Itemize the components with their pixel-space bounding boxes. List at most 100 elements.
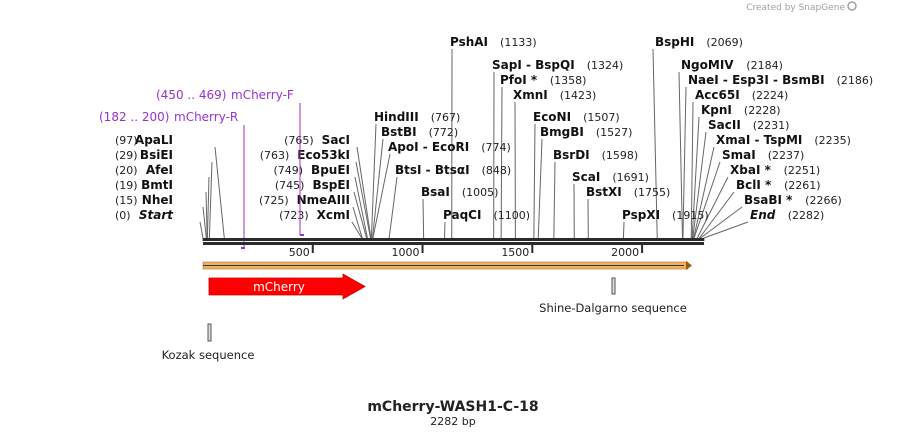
orf-arrow [202, 261, 692, 270]
feature-label: mCherry [253, 280, 305, 294]
site-name: XbaI * [730, 163, 772, 177]
site-hindiii[interactable]: HindIII(767) [374, 110, 460, 124]
site-apoi[interactable]: ApoI - EcoRI(774) [388, 140, 511, 154]
site-bsphi[interactable]: BspHI(2069) [655, 35, 743, 49]
site-position: (2266) [805, 194, 842, 207]
site-pfoi[interactable]: PfoI * (1358) [500, 73, 586, 87]
site-position: (2231) [753, 119, 790, 132]
backbone-bottom-strand [203, 242, 704, 245]
site-name: End [750, 208, 776, 222]
site-end[interactable]: End(2282) [750, 208, 824, 222]
site-nmeaiii[interactable]: NmeAIII(725) [259, 193, 350, 207]
site-position: (767) [431, 111, 461, 124]
site-naei[interactable]: NaeI - Esp3I - BsmBI (2186) [688, 73, 873, 87]
site-bpuei[interactable]: BpuEI (749) [273, 163, 350, 177]
feature-kozak[interactable]: Kozak sequence [162, 323, 255, 362]
feature-shine-dalgarno[interactable]: Shine-Dalgarno sequence [539, 277, 687, 315]
site-position: (2069) [706, 36, 743, 49]
site-bspei[interactable]: BspEI(745) [275, 178, 350, 192]
site-bmti[interactable]: BmtI(19) [115, 178, 173, 192]
site-position: (1005) [462, 186, 499, 199]
site-paqci[interactable]: PaqCI(1100) [443, 208, 530, 222]
site-apali[interactable]: ApaLI(97) [115, 133, 173, 147]
site-smai[interactable]: SmaI(2237) [722, 148, 804, 162]
site-bsabi[interactable]: BsaBI *(2266) [744, 193, 842, 207]
site-name: Start [139, 208, 174, 222]
site-position: (1755) [634, 186, 671, 199]
primer-name: mCherry-R [174, 110, 238, 124]
ruler-tick-label: 2000 [611, 246, 639, 259]
site-name: PfoI * [500, 73, 538, 87]
site-name: BsaI [421, 185, 450, 199]
site-position: (29) [115, 149, 138, 162]
site-name: PshAI [450, 35, 488, 49]
site-name: BclI * [736, 178, 772, 192]
site-position: (2224) [752, 89, 789, 102]
site-leader [553, 161, 556, 241]
site-name: PaqCI [443, 208, 481, 222]
site-bmgbi[interactable]: BmgBI(1527) [540, 125, 632, 139]
site-name: BpuEI [311, 163, 350, 177]
site-bstbi[interactable]: BstBI(772) [381, 125, 458, 139]
site-xbai[interactable]: XbaI * (2251) [730, 163, 820, 177]
feature-mcherry[interactable]: mCherry [208, 273, 366, 300]
site-position: (2235) [814, 134, 851, 147]
site-pshai[interactable]: PshAI(1133) [450, 35, 537, 49]
site-nhei[interactable]: NheI(15) [115, 193, 173, 207]
site-sacii[interactable]: SacII(2231) [708, 118, 789, 132]
site-sapi[interactable]: SapI - BspQI(1324) [492, 58, 623, 72]
site-position: (725) [259, 194, 289, 207]
primer-range: (182 .. 200) [99, 110, 169, 124]
map-subtitle: 2282 bp [430, 415, 475, 428]
snapgene-logo-icon [847, 1, 857, 11]
primer-mcherry-f[interactable]: (450 .. 469)mCherry-F [156, 88, 304, 236]
site-position: (15) [115, 194, 138, 207]
sequence-backbone [203, 238, 704, 245]
site-position: (2237) [768, 149, 805, 162]
site-name: Acc65I [695, 88, 740, 102]
site-saci[interactable]: SacI(765) [284, 133, 350, 147]
site-xcmi[interactable]: XcmI(723) [279, 208, 350, 222]
site-name: NaeI - Esp3I - BsmBI [688, 73, 825, 87]
site-bsiei[interactable]: BsiEI(29) [115, 148, 173, 162]
site-name: PspXI [622, 208, 660, 222]
site-econi[interactable]: EcoNI(1507) [533, 110, 620, 124]
site-scai[interactable]: ScaI(1691) [572, 170, 649, 184]
site-name: BspEI [312, 178, 350, 192]
site-bcli[interactable]: BclI * (2261) [736, 178, 821, 192]
site-eco53ki[interactable]: Eco53kI(763) [260, 148, 350, 162]
site-position: (2251) [784, 164, 821, 177]
site-start[interactable]: Start (0) [115, 208, 174, 222]
site-name: BsrDI [553, 148, 590, 162]
primer-mcherry-r[interactable]: (182 .. 200) mCherry-R [99, 110, 245, 249]
site-bsai[interactable]: BsaI (1005) [421, 185, 498, 199]
site-position: (2184) [746, 59, 783, 72]
site-afei[interactable]: AfeI(20) [115, 163, 173, 177]
site-xmni[interactable]: XmnI(1423) [513, 88, 596, 102]
site-position: (2186) [837, 74, 874, 87]
site-kpni[interactable]: KpnI(2228) [701, 103, 780, 117]
site-leader [691, 116, 700, 241]
site-position: (0) [115, 209, 131, 222]
site-position: (19) [115, 179, 138, 192]
site-position: (749) [273, 164, 303, 177]
site-leader [371, 138, 384, 241]
site-pspxi[interactable]: PspXI (1915) [622, 208, 709, 222]
site-position: (772) [429, 126, 459, 139]
site-position: (2261) [784, 179, 821, 192]
site-position: (848) [482, 164, 512, 177]
site-leader [703, 221, 749, 241]
site-xmai[interactable]: XmaI - TspMI(2235) [716, 133, 851, 147]
site-position: (1358) [550, 74, 587, 87]
site-bsrdi[interactable]: BsrDI(1598) [553, 148, 638, 162]
site-position: (1915) [672, 209, 709, 222]
feature-label: Kozak sequence [162, 348, 255, 362]
site-btsi[interactable]: BtsI - BtsαI(848) [395, 163, 511, 177]
site-bstxi[interactable]: BstXI(1755) [586, 185, 670, 199]
site-leader [372, 153, 391, 241]
site-acc65i[interactable]: Acc65I (2224) [695, 88, 788, 102]
site-ngomiv[interactable]: NgoMIV(2184) [681, 58, 783, 72]
snapgene-credit: Created by SnapGene [746, 3, 845, 13]
